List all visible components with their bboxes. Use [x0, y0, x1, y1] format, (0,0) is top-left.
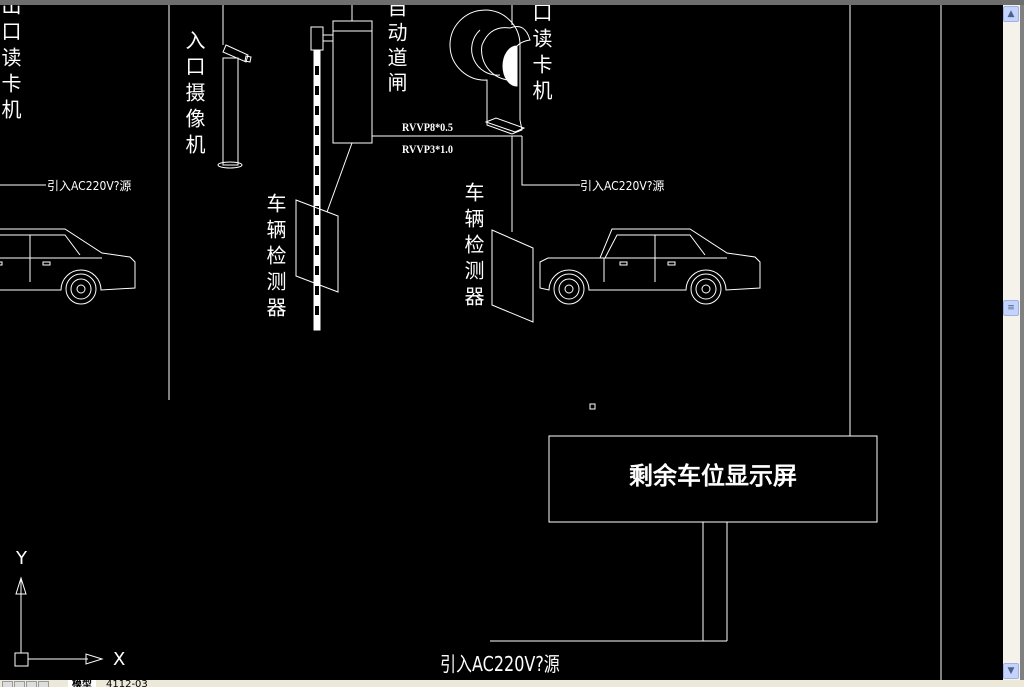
vehicle-detector-right [491, 229, 534, 323]
barrier-arm-stripe [315, 166, 319, 175]
display-screen-box [548, 435, 878, 523]
car-icon-left [0, 228, 136, 305]
camera-icon [217, 5, 252, 169]
last-tab-button[interactable] [38, 681, 49, 687]
barrier-arm-stripe [315, 266, 319, 275]
card-reader-icon [449, 5, 531, 135]
next-tab-button[interactable] [26, 681, 37, 687]
barrier-arm-stripe [315, 306, 319, 315]
barrier-arm-stripe [315, 206, 319, 215]
scrollbar-thumb[interactable]: ≡ [1003, 300, 1019, 316]
barrier-arm-stripe [315, 286, 319, 295]
barrier-arm-stripe [315, 106, 319, 115]
barrier-arm-stripe [315, 146, 319, 155]
vertical-scrollbar[interactable]: ▲ ≡ ▼ [1003, 5, 1020, 680]
barrier-gate-icon [310, 5, 373, 331]
tab-layout[interactable]: 4112-03 [106, 680, 148, 687]
cable-spec-1: RVVP8*0.5 [402, 120, 453, 134]
chevron-up-icon[interactable]: ▲ [1003, 6, 1019, 22]
ucs-y-label: Y [16, 548, 27, 569]
tab-model[interactable]: 模型 [68, 680, 96, 687]
entry-card-reader-label: 口读卡机 [529, 5, 553, 106]
ucs-icon [14, 576, 104, 667]
exit-card-reader-label: 出口读卡机 [0, 5, 22, 125]
power-label-left: 引入AC220V?源 [47, 179, 132, 193]
barrier-arm-stripe [315, 66, 319, 75]
window-top-border [0, 0, 1024, 5]
chevron-down-icon[interactable]: ▼ [1003, 663, 1019, 679]
auto-barrier-label: 自动道闸 [384, 5, 408, 97]
drawing-canvas[interactable]: 出口读卡机 入口摄像机 自动道闸 口读卡机 车辆检测器 车辆检测器 RVVP8*… [0, 5, 1003, 680]
vehicle-detector-right-label: 车辆检测器 [461, 182, 485, 312]
cable-spec-2: RVVP3*1.0 [402, 142, 453, 156]
power-label-bottom: 引入AC220V?源 [440, 652, 560, 676]
car-icon-right [539, 228, 761, 305]
barrier-arm-stripe [315, 86, 319, 95]
ucs-x-label: X [113, 649, 126, 670]
prev-tab-button[interactable] [14, 681, 25, 687]
entry-camera-label: 入口摄像机 [182, 30, 206, 160]
selection-grip [589, 403, 596, 410]
vehicle-detector-left [295, 199, 339, 293]
barrier-arm-stripe [315, 126, 319, 135]
barrier-arm-stripe [315, 246, 319, 255]
first-tab-button[interactable] [2, 681, 13, 687]
layout-tab-bar: 模型 4112-03 [0, 680, 1024, 687]
display-screen-label: 剩余车位显示屏 [629, 461, 797, 490]
barrier-arm-stripe [315, 186, 319, 195]
barrier-arm-stripe [315, 226, 319, 235]
power-label-middle: 引入AC220V?源 [580, 179, 665, 193]
cad-drawing [0, 5, 942, 680]
vehicle-detector-left-label: 车辆检测器 [263, 193, 287, 323]
